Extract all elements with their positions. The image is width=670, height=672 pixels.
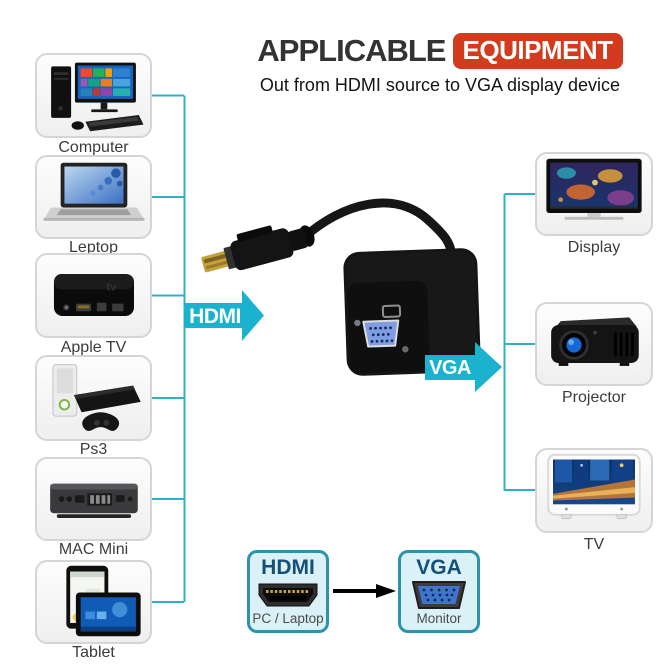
subtitle: Out from HDMI source to VGA display devi… xyxy=(259,75,621,96)
device-box-appletv: tv xyxy=(35,253,152,338)
device-label: Computer xyxy=(58,139,129,156)
device-box-laptop xyxy=(35,155,152,239)
legend-arrow-icon xyxy=(333,584,396,598)
device-box-tablet xyxy=(35,560,152,644)
tv-illustration xyxy=(547,453,641,520)
device-box-tv xyxy=(535,448,653,533)
svg-text:tv: tv xyxy=(106,281,117,293)
legend-hdmi-card: HDMI PC / Laptop xyxy=(247,550,329,633)
hdmi-arrow-label: HDMI xyxy=(189,305,241,328)
device-box-display xyxy=(535,152,653,236)
device-box-macmini xyxy=(35,457,152,541)
vga-port xyxy=(362,319,400,348)
hdmi-plug xyxy=(201,225,309,273)
apple-tv-illustration: tv xyxy=(53,274,134,316)
projector-illustration xyxy=(551,317,639,366)
right-bus-line xyxy=(503,194,535,491)
page-title: APPLICABLE EQUIPMENT xyxy=(240,32,640,70)
device-label: Tablet xyxy=(72,644,115,661)
legend-vga-card: VGA Monitor xyxy=(398,550,480,633)
device-box-projector xyxy=(535,302,653,386)
title-highlight-badge: EQUIPMENT xyxy=(452,33,623,70)
ps3-illustration xyxy=(52,364,141,431)
device-label: Ps3 xyxy=(79,441,108,458)
laptop-illustration xyxy=(43,162,145,221)
device-label: Apple TV xyxy=(60,339,127,356)
device-label: TV xyxy=(583,536,605,553)
device-label: Leptop xyxy=(69,239,118,256)
device-box-computer xyxy=(35,53,152,138)
vga-connector-icon xyxy=(412,580,466,609)
device-label: Projector xyxy=(561,389,627,406)
title-text: APPLICABLE xyxy=(257,32,446,68)
hdmi-connector-icon xyxy=(258,583,318,607)
device-box-ps3 xyxy=(35,355,152,441)
device-label: Display xyxy=(567,239,621,256)
legend-hdmi-caption: PC / Laptop xyxy=(252,610,324,626)
legend-vga-caption: Monitor xyxy=(416,610,462,626)
legend-hdmi-title: HDMI xyxy=(261,556,315,579)
device-label: MAC Mini xyxy=(58,541,129,558)
header: APPLICABLE EQUIPMENT Out from HDMI sourc… xyxy=(240,33,640,96)
legend-vga-title: VGA xyxy=(416,556,462,579)
vga-arrow-label: VGA xyxy=(429,357,471,379)
display-illustration xyxy=(546,158,642,220)
tablet-illustration xyxy=(66,565,141,637)
mac-mini-illustration xyxy=(50,483,138,519)
computer-illustration xyxy=(51,62,144,132)
